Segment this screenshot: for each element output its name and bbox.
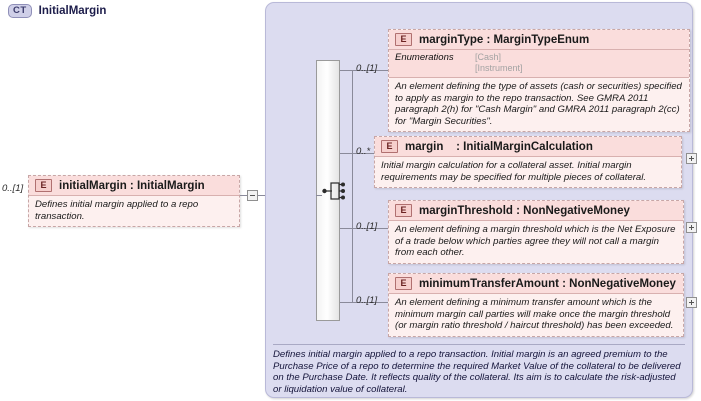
branch-line-marginType xyxy=(340,70,388,71)
connector-line xyxy=(240,195,247,196)
branch-line-marginThreshold xyxy=(340,228,388,229)
element-title: initialMargin : InitialMargin xyxy=(59,179,205,192)
collapse-toggle-initialMargin[interactable] xyxy=(247,190,258,201)
element-badge-icon: E xyxy=(395,33,412,46)
element-title-row: E margin : InitialMarginCalculation xyxy=(375,137,681,157)
element-title: marginType : MarginTypeEnum xyxy=(419,33,590,46)
element-box-marginType[interactable]: E marginType : MarginTypeEnum Enumeratio… xyxy=(388,29,690,133)
parent-element-cardinality: 0..[1] xyxy=(2,183,24,194)
enumerations-values: [Cash] [Instrument] xyxy=(475,52,523,74)
expand-toggle-marginThreshold[interactable] xyxy=(686,222,697,233)
element-box-initialMargin[interactable]: E initialMargin : InitialMargin Defines … xyxy=(28,175,240,228)
container-documentation: Defines initial margin applied to a repo… xyxy=(273,344,685,395)
element-title-row: E minimumTransferAmount : NonNegativeMon… xyxy=(389,274,683,294)
container-title: InitialMargin xyxy=(38,5,107,17)
enumeration-value: [Instrument] xyxy=(475,63,523,73)
branch-line-minimumTransferAmount xyxy=(340,302,388,303)
element-documentation: Defines initial margin applied to a repo… xyxy=(29,196,239,227)
element-badge-icon: E xyxy=(381,140,398,153)
enumerations-label: Enumerations xyxy=(395,52,454,63)
expand-toggle-margin[interactable] xyxy=(686,153,697,164)
cardinality-marginType: 0..[1] xyxy=(356,63,378,74)
element-box-margin[interactable]: E margin : InitialMarginCalculation Init… xyxy=(374,136,682,189)
element-badge-icon: E xyxy=(395,204,412,217)
element-title-row: E marginThreshold : NonNegativeMoney xyxy=(389,201,683,221)
container-header: CT InitialMargin xyxy=(8,4,106,18)
cardinality-margin: 0..* xyxy=(356,146,371,157)
branch-trunk-line xyxy=(352,70,353,302)
element-badge-icon: E xyxy=(395,277,412,290)
element-documentation: An element defining a minimum transfer a… xyxy=(389,294,683,336)
element-documentation: An element defining a margin threshold w… xyxy=(389,221,683,263)
enumerations-row: Enumerations [Cash] [Instrument] xyxy=(389,50,689,78)
cardinality-marginThreshold: 0..[1] xyxy=(356,221,378,232)
element-box-minimumTransferAmount[interactable]: E minimumTransferAmount : NonNegativeMon… xyxy=(388,273,684,337)
complextype-badge-icon: CT xyxy=(8,4,32,18)
element-documentation: Initial margin calculation for a collate… xyxy=(375,157,681,188)
element-title: marginThreshold : NonNegativeMoney xyxy=(419,204,630,217)
expand-toggle-minimumTransferAmount[interactable] xyxy=(686,297,697,308)
branch-line-margin xyxy=(340,153,374,154)
element-title-row: E marginType : MarginTypeEnum xyxy=(389,30,689,50)
sequence-icon xyxy=(322,180,346,202)
branch-line-compositor xyxy=(316,195,322,196)
element-box-marginThreshold[interactable]: E marginThreshold : NonNegativeMoney An … xyxy=(388,200,684,264)
cardinality-minimumTransferAmount: 0..[1] xyxy=(356,295,378,306)
enumeration-value: [Cash] xyxy=(475,52,502,62)
element-title: margin : InitialMarginCalculation xyxy=(405,140,593,153)
element-documentation: An element defining the type of assets (… xyxy=(389,78,689,132)
element-title-row: E initialMargin : InitialMargin xyxy=(29,176,239,196)
element-title: minimumTransferAmount : NonNegativeMoney xyxy=(419,277,676,290)
element-badge-icon: E xyxy=(35,179,52,192)
